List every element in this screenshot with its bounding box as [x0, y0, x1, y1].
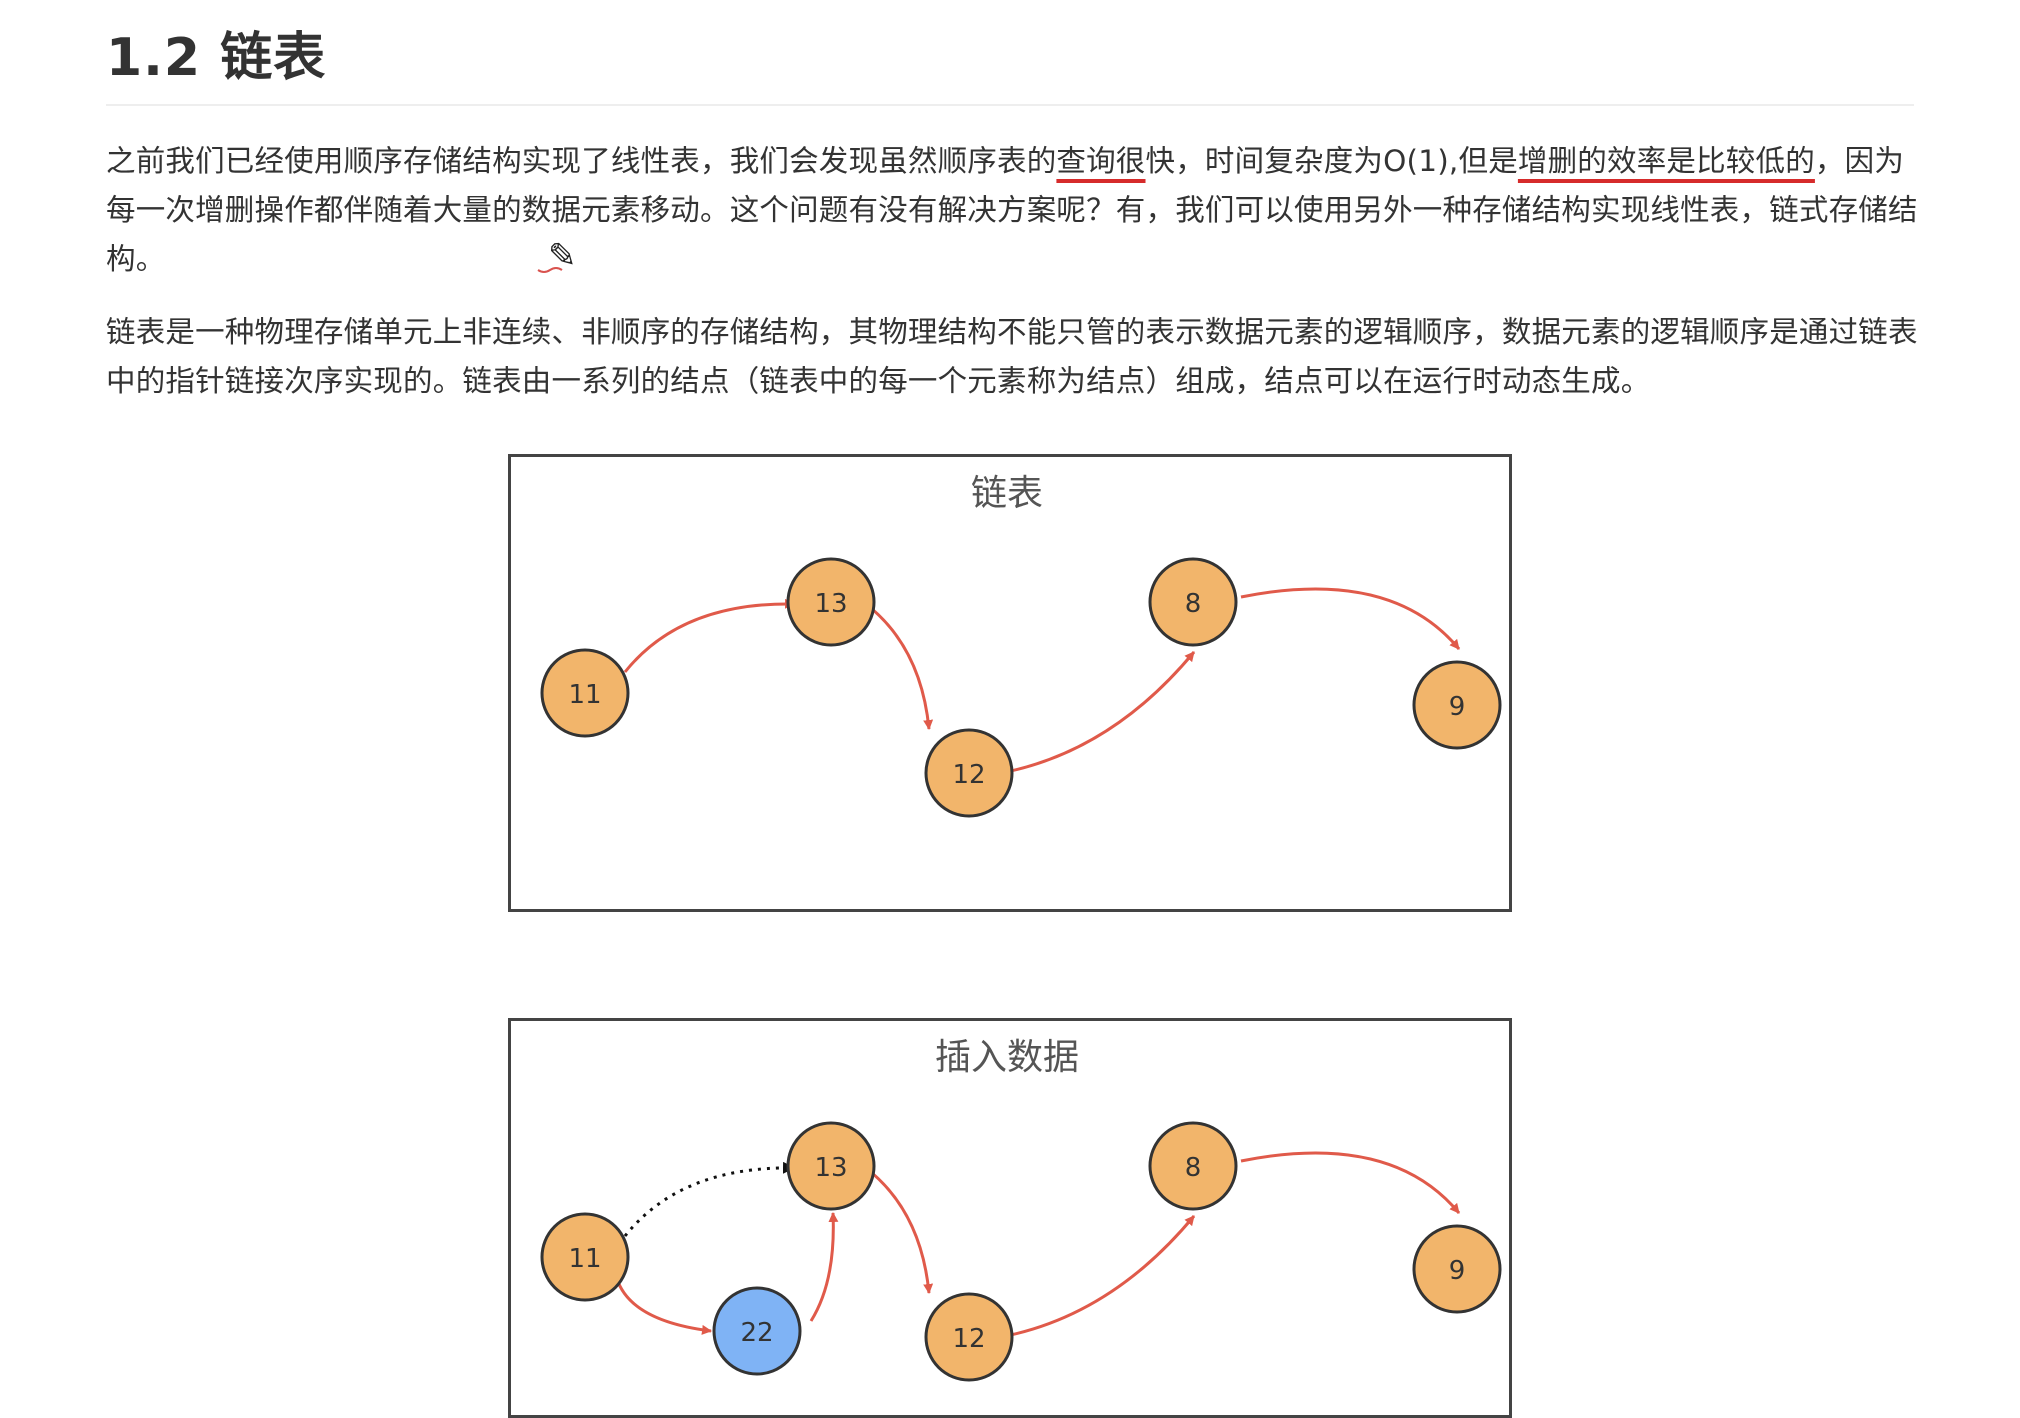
- svg-text:9: 9: [1449, 1256, 1466, 1286]
- svg-text:22: 22: [740, 1318, 773, 1348]
- figure1-title: 链表: [971, 472, 1043, 513]
- svg-text:11: 11: [568, 1244, 601, 1274]
- node-11: 11: [540, 648, 630, 738]
- para1-text-b: 快，时间复杂度为O(1),但是: [1145, 144, 1518, 178]
- edge-8-9: [1240, 1151, 1461, 1214]
- svg-text:8: 8: [1185, 1153, 1202, 1183]
- svg-text:11: 11: [568, 680, 601, 710]
- ink-squiggle: [537, 267, 563, 273]
- underlined-phrase-efficiency: 增删的效率是比较低的: [1517, 144, 1815, 178]
- edge-13-12: [865, 602, 934, 730]
- para1-text-c: ，因为每一次增删操作都伴随着大量的数据元素移动。这个问题有没有解决方案呢？有，我…: [106, 144, 1918, 276]
- insert-data-diagram: 插入数据 11 13 12 8 9 22: [540, 1036, 1502, 1382]
- figure2-title: 插入数据: [935, 1036, 1079, 1077]
- para1-text-a: 之前我们已经使用顺序存储结构实现了线性表，我们会发现虽然顺序表的: [106, 144, 1057, 178]
- edge-11-13: [623, 598, 795, 673]
- edge-13-12: [865, 1166, 934, 1294]
- definition-paragraph: 链表是一种物理存储单元上非连续、非顺序的存储结构，其物理结构不能只管的表示数据元…: [106, 315, 1918, 398]
- node-12: 12: [924, 728, 1014, 818]
- node-8: 8: [1148, 1121, 1238, 1211]
- node-11: 11: [540, 1212, 630, 1302]
- edge-8-9: [1240, 587, 1461, 650]
- svg-text:9: 9: [1449, 692, 1466, 722]
- underlined-phrase-query: 查询很: [1056, 144, 1146, 178]
- edge-11-13-removed: [623, 1161, 795, 1237]
- linked-list-figure: 链表 11 13 12 8 9: [508, 454, 1512, 912]
- svg-text:13: 13: [814, 1153, 847, 1183]
- svg-text:12: 12: [952, 760, 985, 790]
- insert-data-figure: 插入数据 11 13 12 8 9 22: [508, 1018, 1512, 1418]
- node-12: 12: [924, 1292, 1014, 1382]
- linked-list-diagram: 链表 11 13 12 8 9: [540, 472, 1502, 818]
- edge-12-8: [1000, 1215, 1196, 1339]
- node-13: 13: [786, 557, 876, 647]
- node-8: 8: [1148, 557, 1238, 647]
- svg-text:12: 12: [952, 1324, 985, 1354]
- edge-12-8: [1000, 651, 1196, 775]
- intro-paragraph: 之前我们已经使用顺序存储结构实现了线性表，我们会发现虽然顺序表的查询很快，时间复…: [106, 137, 1926, 284]
- node-22-inserted: 22: [712, 1286, 802, 1376]
- node-13: 13: [786, 1121, 876, 1211]
- svg-text:8: 8: [1185, 589, 1202, 619]
- edge-22-13: [809, 1212, 839, 1322]
- node-9: 9: [1412, 1224, 1502, 1314]
- edge-11-22: [615, 1278, 712, 1335]
- svg-text:13: 13: [814, 589, 847, 619]
- heading-divider: [106, 104, 1914, 106]
- node-9: 9: [1412, 660, 1502, 750]
- section-heading: 1.2 链表: [106, 28, 327, 88]
